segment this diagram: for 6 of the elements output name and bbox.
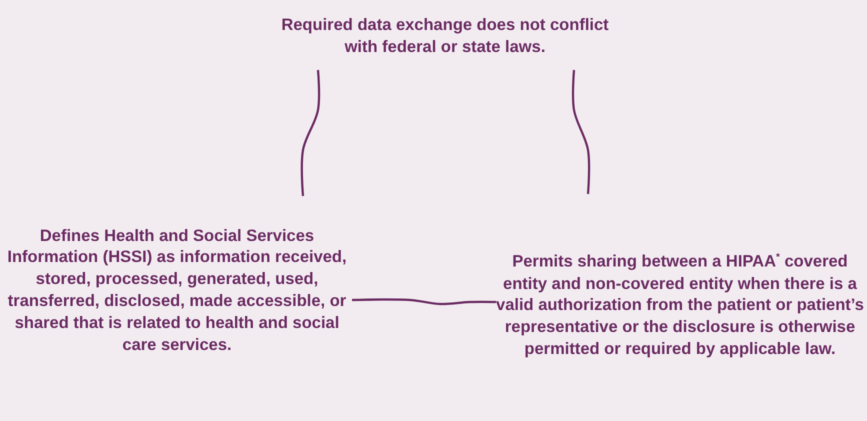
connector-arc xyxy=(572,70,590,194)
connector-arc xyxy=(300,70,320,196)
description-text: Required data exchange does not conflict with federal or state laws. xyxy=(280,15,610,58)
connector-arc xyxy=(352,298,496,306)
description-text: Permits sharing between a HIPAA$^{*}$ covered entity and non-covered entity when there is a valid authorization from the patient or patient’s representative or the disclosure is otherwise permitted or required by applicable law. xyxy=(496,251,864,360)
description-text: Defines Health and Social Services Information (HSSI) as information received, stored, processed, generated, used, transferred, disclosed, made accessible, or shared that is related to health and social care services. xyxy=(6,226,348,356)
